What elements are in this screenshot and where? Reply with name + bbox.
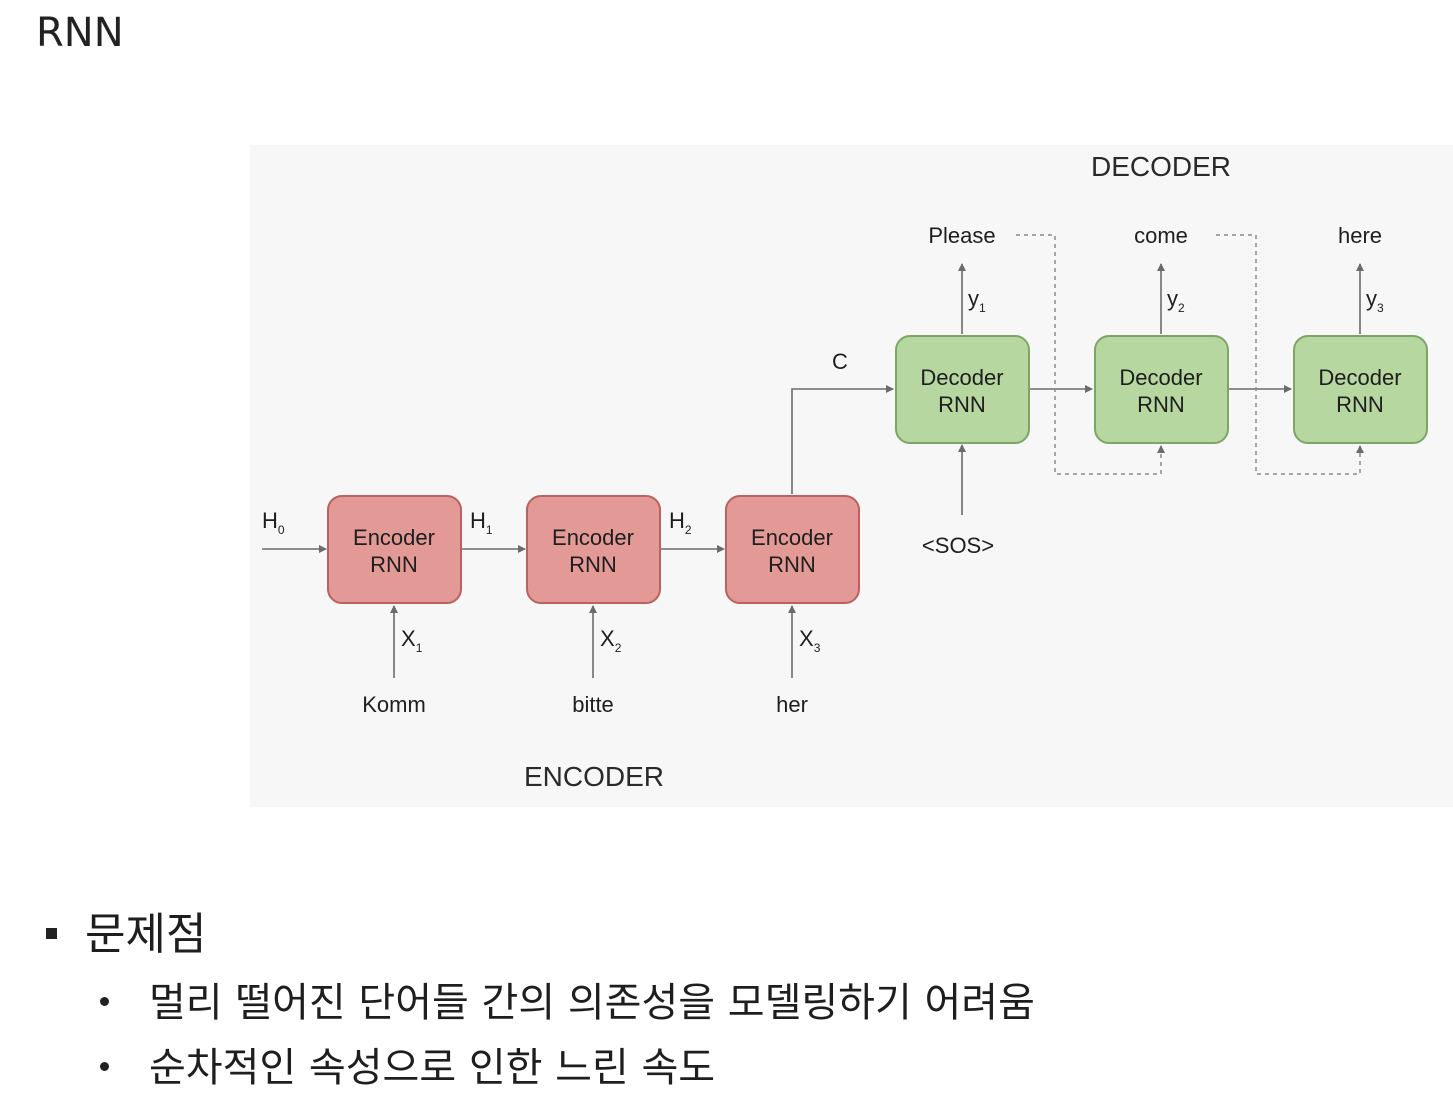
output-symbol-label-3: y3 bbox=[1366, 286, 1384, 315]
input-word-3: her bbox=[776, 692, 808, 717]
decoder-box bbox=[895, 335, 1030, 444]
encoder-box bbox=[526, 495, 661, 604]
decoder-box bbox=[1094, 335, 1229, 444]
decoder-box-line2: RNN bbox=[1137, 392, 1185, 417]
encoder-box-line1: Encoder bbox=[353, 525, 435, 550]
decoder-box bbox=[1293, 335, 1428, 444]
decoder-cell-3: Decoder RNN bbox=[1293, 335, 1428, 444]
square-bullet-icon bbox=[46, 927, 57, 939]
decoder-box-line2: RNN bbox=[1336, 392, 1384, 417]
start-token-label: <SOS> bbox=[922, 533, 994, 558]
bullet-item-text: 순차적인 속성으로 인한 느린 속도 bbox=[149, 1045, 716, 1091]
encoder-cell-3: Encoder RNN bbox=[725, 495, 860, 604]
decoder-cell-2: Decoder RNN bbox=[1094, 335, 1229, 444]
context-label: C bbox=[832, 349, 848, 374]
decoder-output-arrows bbox=[958, 263, 1364, 334]
encoder-cell-1: Encoder RNN bbox=[327, 495, 462, 604]
encoder-box bbox=[327, 495, 462, 604]
bullet-heading-text: 문제점 bbox=[85, 909, 207, 960]
hidden-state-label-0: H0 bbox=[262, 508, 285, 537]
diagram-background bbox=[250, 145, 1453, 807]
decoder-box-line2: RNN bbox=[938, 392, 986, 417]
decoder-box-line1: Decoder bbox=[920, 365, 1003, 390]
input-word-2: bitte bbox=[572, 692, 614, 717]
seq2seq-diagram: DECODER ENCODER Encoder RNN Encode bbox=[262, 151, 1428, 792]
input-symbol-label-2: X2 bbox=[600, 626, 622, 655]
feedback-dashed-arrows bbox=[1016, 234, 1364, 475]
decoder-cell-1: Decoder RNN bbox=[895, 335, 1030, 444]
output-symbol-label-1: y1 bbox=[968, 286, 986, 315]
output-symbol-label-2: y2 bbox=[1167, 286, 1185, 315]
encoder-box-line2: RNN bbox=[569, 552, 617, 577]
output-word-2: come bbox=[1134, 223, 1188, 248]
output-word-1: Please bbox=[928, 223, 995, 248]
encoder-cell-2: Encoder RNN bbox=[526, 495, 661, 604]
hidden-state-label-1: H1 bbox=[470, 508, 493, 537]
encoder-box-line2: RNN bbox=[370, 552, 418, 577]
hidden-state-label-2: H2 bbox=[669, 508, 692, 537]
encoder-box-line1: Encoder bbox=[552, 525, 634, 550]
bullet-item-1: 멀리 떨어진 단어들 간의 의존성을 모델링하기 어려움 bbox=[100, 970, 1035, 1028]
input-symbol-label-3: X3 bbox=[799, 626, 821, 655]
input-word-1: Komm bbox=[362, 692, 426, 717]
context-arrow bbox=[791, 385, 894, 494]
decoder-box-line1: Decoder bbox=[1318, 365, 1401, 390]
encoder-box bbox=[725, 495, 860, 604]
bullet-item-2: 순차적인 속성으로 인한 느린 속도 bbox=[100, 1035, 715, 1093]
bullet-heading: 문제점 bbox=[46, 898, 206, 962]
slide-title: RNN bbox=[36, 10, 124, 56]
encoder-input-arrows bbox=[390, 605, 796, 678]
input-symbol-label-1: X1 bbox=[401, 626, 423, 655]
encoder-box-line1: Encoder bbox=[751, 525, 833, 550]
dot-bullet-icon bbox=[100, 996, 109, 1006]
decoder-box-line1: Decoder bbox=[1119, 365, 1202, 390]
encoder-box-line2: RNN bbox=[768, 552, 816, 577]
decoder-title: DECODER bbox=[1091, 151, 1231, 182]
dot-bullet-icon bbox=[100, 1061, 109, 1071]
encoder-title: ENCODER bbox=[524, 761, 664, 792]
output-word-3: here bbox=[1338, 223, 1382, 248]
bullet-item-text: 멀리 떨어진 단어들 간의 의존성을 모델링하기 어려움 bbox=[149, 980, 1035, 1026]
